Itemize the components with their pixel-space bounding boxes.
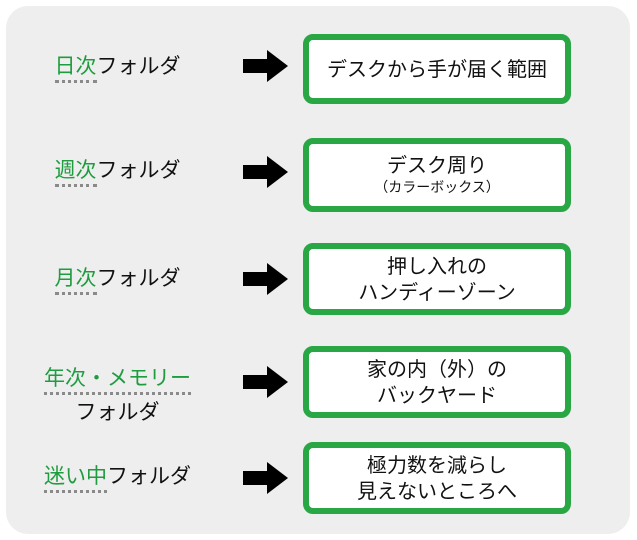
location-line-2: バックヤード [377,383,497,407]
folder-label-text: フォルダ [75,400,160,424]
folder-label-yearly-memory: 年次・メモリー フォルダ [0,364,235,426]
folder-label-text: フォルダ [96,158,181,182]
location-line-1: 家の内（外）の [367,357,507,381]
right-arrow-icon [243,156,288,188]
right-arrow-icon [243,462,288,494]
folder-label-highlight: 月次 [54,266,97,295]
right-arrow-icon [243,50,288,82]
folder-label-highlight: 年次・メモリー [44,366,191,395]
folder-label-daily: 日次フォルダ [0,52,235,83]
location-box-monthly: 押し入れの ハンディーゾーン [303,243,571,315]
location-line-2: 見えないところへ [357,479,517,503]
folder-label-highlight: 迷い中 [44,464,107,493]
location-line-1: 極力数を減らし [367,453,507,477]
location-box-undecided: 極力数を減らし 見えないところへ [303,442,571,514]
folder-label-monthly: 月次フォルダ [0,264,235,295]
folder-label-text: フォルダ [96,266,181,290]
location-line-1: デスクから手が届く範囲 [327,57,547,81]
right-arrow-icon [243,366,288,398]
right-arrow-icon [243,263,288,295]
folder-label-highlight: 日次 [54,54,97,83]
folder-label-text: フォルダ [107,464,191,488]
location-box-yearly-memory: 家の内（外）の バックヤード [303,346,571,418]
location-box-weekly: デスク周り （カラーボックス） [303,138,571,212]
folder-label-undecided: 迷い中フォルダ [0,462,235,493]
location-line-1: デスク周り [387,153,487,177]
location-line-1: 押し入れの [387,254,487,278]
folder-label-text: フォルダ [96,54,181,78]
location-line-2: （カラーボックス） [374,180,500,196]
location-box-daily: デスクから手が届く範囲 [303,34,571,104]
folder-label-weekly: 週次フォルダ [0,156,235,187]
folder-label-highlight: 週次 [54,158,97,187]
location-line-2: ハンディーゾーン [358,280,516,304]
